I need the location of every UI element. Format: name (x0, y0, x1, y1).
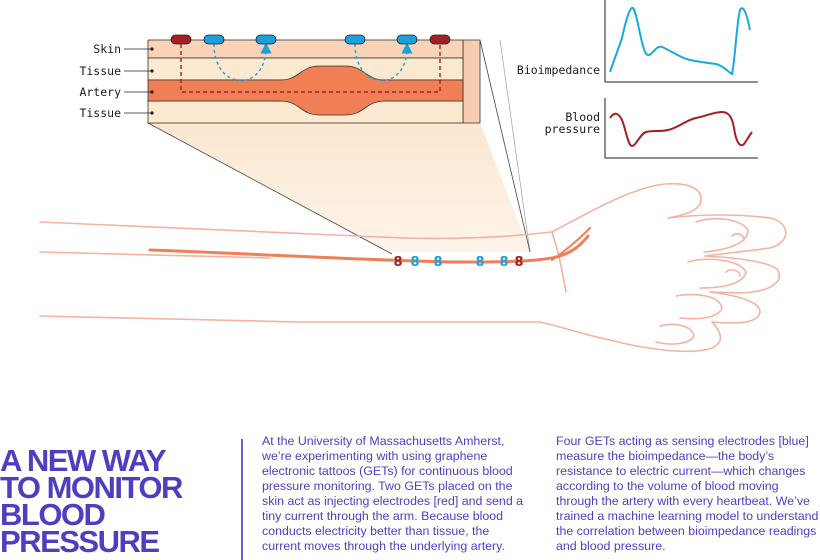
injecting-electrode-right (429, 34, 451, 45)
blood-pressure-curve (609, 110, 753, 148)
bioimpedance-graph: Bioimpedance (517, 0, 758, 83)
injected-current-path (180, 44, 441, 93)
title-line-2: TO MONITOR (0, 470, 183, 505)
bioimpedance-curve (609, 6, 751, 76)
cross-section (147, 34, 481, 124)
sensing-arc-left (213, 42, 272, 82)
arm-illustration (39, 182, 787, 353)
layer-label-tissue-upper: Tissue (79, 64, 121, 78)
arm-electrode-blue-2: 8 (433, 255, 442, 270)
finger-ring (675, 293, 723, 320)
injecting-electrode-left (170, 34, 192, 45)
cross-section-side-face (462, 39, 481, 124)
layer-label-skin: Skin (93, 42, 121, 56)
arm-artery-branch (551, 227, 591, 261)
article-title: A NEW WAY TO MONITOR BLOOD PRESSURE (0, 443, 215, 559)
blood-pressure-diagram: Skin Tissue Artery Tissue Bioimpedance B… (39, 0, 787, 353)
arm-electrode-red-left: 8 (393, 255, 402, 270)
column-divider (241, 439, 243, 560)
sensing-electrode-2 (255, 34, 277, 45)
fingernail-middle (725, 269, 741, 277)
layer-label-artery: Artery (79, 85, 121, 99)
bioimpedance-label: Bioimpedance (517, 63, 600, 77)
artery-layer (147, 65, 464, 116)
arm-electrode-blue-4: 8 (499, 255, 508, 270)
finger-index (695, 217, 749, 253)
sensing-electrode-4 (396, 34, 418, 45)
paragraph-sensing-electrodes: Four GETs acting as sensing electrodes [… (556, 434, 819, 553)
arm-electrode-blue-1: 8 (410, 255, 419, 270)
title-line-4: PRESSURE (0, 524, 160, 559)
wrist-crease (551, 231, 567, 293)
arm-electrode-red-right: 8 (514, 255, 523, 270)
title-line-1: A NEW WAY (0, 443, 167, 478)
finger-middle (687, 258, 747, 289)
blood-pressure-label-line2: pressure (545, 122, 600, 136)
layer-labels: Skin Tissue Artery Tissue (79, 42, 154, 120)
paragraph-injecting-electrodes: At the University of Massachusetts Amher… (262, 434, 524, 553)
blood-pressure-label-line1: Blood (565, 110, 600, 124)
forearm-crease (39, 251, 271, 259)
arm-electrodes: 8 8 8 8 8 8 (393, 255, 523, 270)
arm-electrode-blue-3: 8 (475, 255, 484, 270)
magnification-beam (147, 39, 531, 255)
title-line-3: BLOOD (0, 497, 106, 532)
finger-pinky (655, 323, 695, 345)
fingernail-index (731, 233, 745, 241)
blood-pressure-graph: Blood pressure (545, 98, 758, 159)
layer-label-tissue-lower: Tissue (79, 106, 121, 120)
sensing-electrode-3 (344, 34, 366, 45)
sensing-electrode-1 (203, 34, 225, 45)
arm-artery (148, 234, 590, 264)
sensing-arc-right (354, 42, 413, 82)
